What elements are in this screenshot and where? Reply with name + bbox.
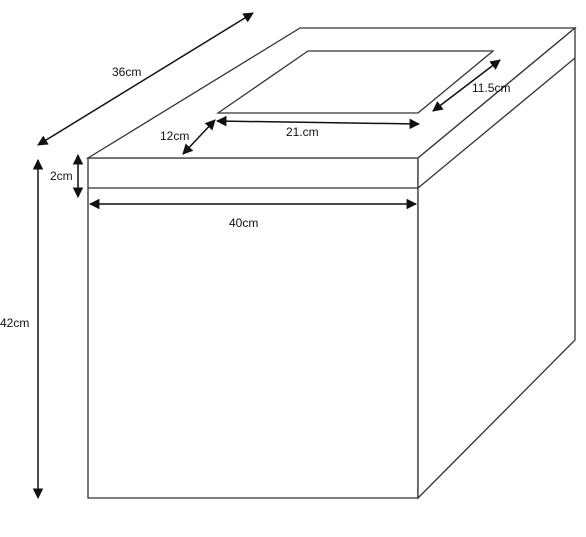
box-right-face [417,26,576,500]
box-front-face [87,157,419,499]
opening-length-arrow [215,115,421,130]
depth-label: 36cm [112,65,141,79]
width-label: 40cm [229,216,258,230]
opening-length-label: 21.cm [286,125,319,139]
opening-offset-arrow [182,119,216,155]
opening-width-arrow [432,59,501,112]
lid-height-label: 2cm [50,169,73,183]
opening-offset-label: 12cm [160,129,189,143]
height-label: 42cm [0,316,29,330]
top-opening [215,50,495,114]
opening-width-label: 11.5cm [472,81,510,95]
lid-rim-side-line [417,57,576,189]
depth-arrow [37,12,254,146]
